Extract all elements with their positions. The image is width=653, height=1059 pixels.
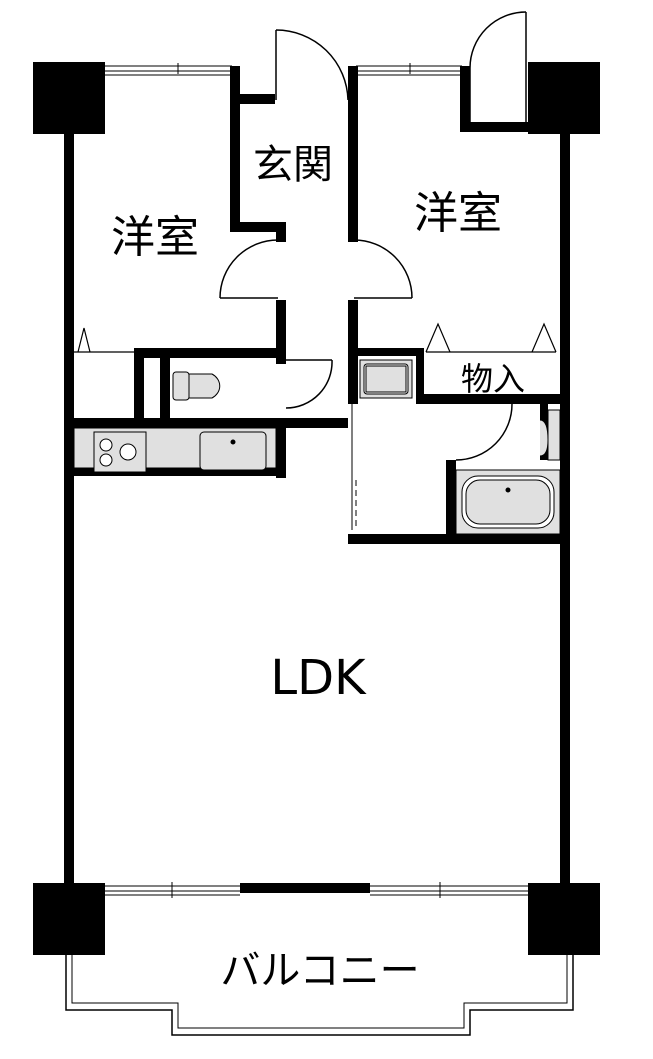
- washbasin: [359, 359, 413, 399]
- storage-doors: [425, 322, 557, 353]
- column-top-right: [528, 62, 600, 134]
- window-top-left: [105, 63, 232, 76]
- room-label-entrance: 玄関: [253, 142, 333, 188]
- window-top-right: [356, 63, 462, 76]
- closet-door-top-right: [469, 11, 527, 122]
- bathtub: [455, 469, 561, 535]
- toilet-door: [285, 359, 333, 409]
- closet-left: [74, 327, 134, 353]
- room-label-western-right: 洋室: [414, 188, 502, 239]
- balcony-outline: [65, 953, 574, 1036]
- column-top-left: [33, 62, 105, 134]
- outer-walls: [64, 66, 570, 893]
- room-label-storage: 物入: [461, 360, 525, 398]
- room-label-balcony: バルコニー: [220, 948, 419, 994]
- balcony-railing: [71, 953, 568, 1029]
- interior-walls: [64, 222, 568, 544]
- toilet-fixture: [172, 371, 221, 401]
- hall-dashed: [351, 404, 357, 530]
- column-bottom-right: [528, 883, 600, 955]
- kitchen-counter: [73, 427, 277, 473]
- room-label-ldk: LDK: [270, 650, 367, 706]
- window-balcony: [105, 882, 528, 898]
- bath-sink: [539, 409, 561, 461]
- column-bottom-left: [33, 883, 105, 955]
- entrance-door: [275, 29, 349, 101]
- bath-door: [455, 403, 513, 461]
- bedroom-doors: [219, 239, 413, 299]
- room-label-western-left: 洋室: [111, 212, 199, 263]
